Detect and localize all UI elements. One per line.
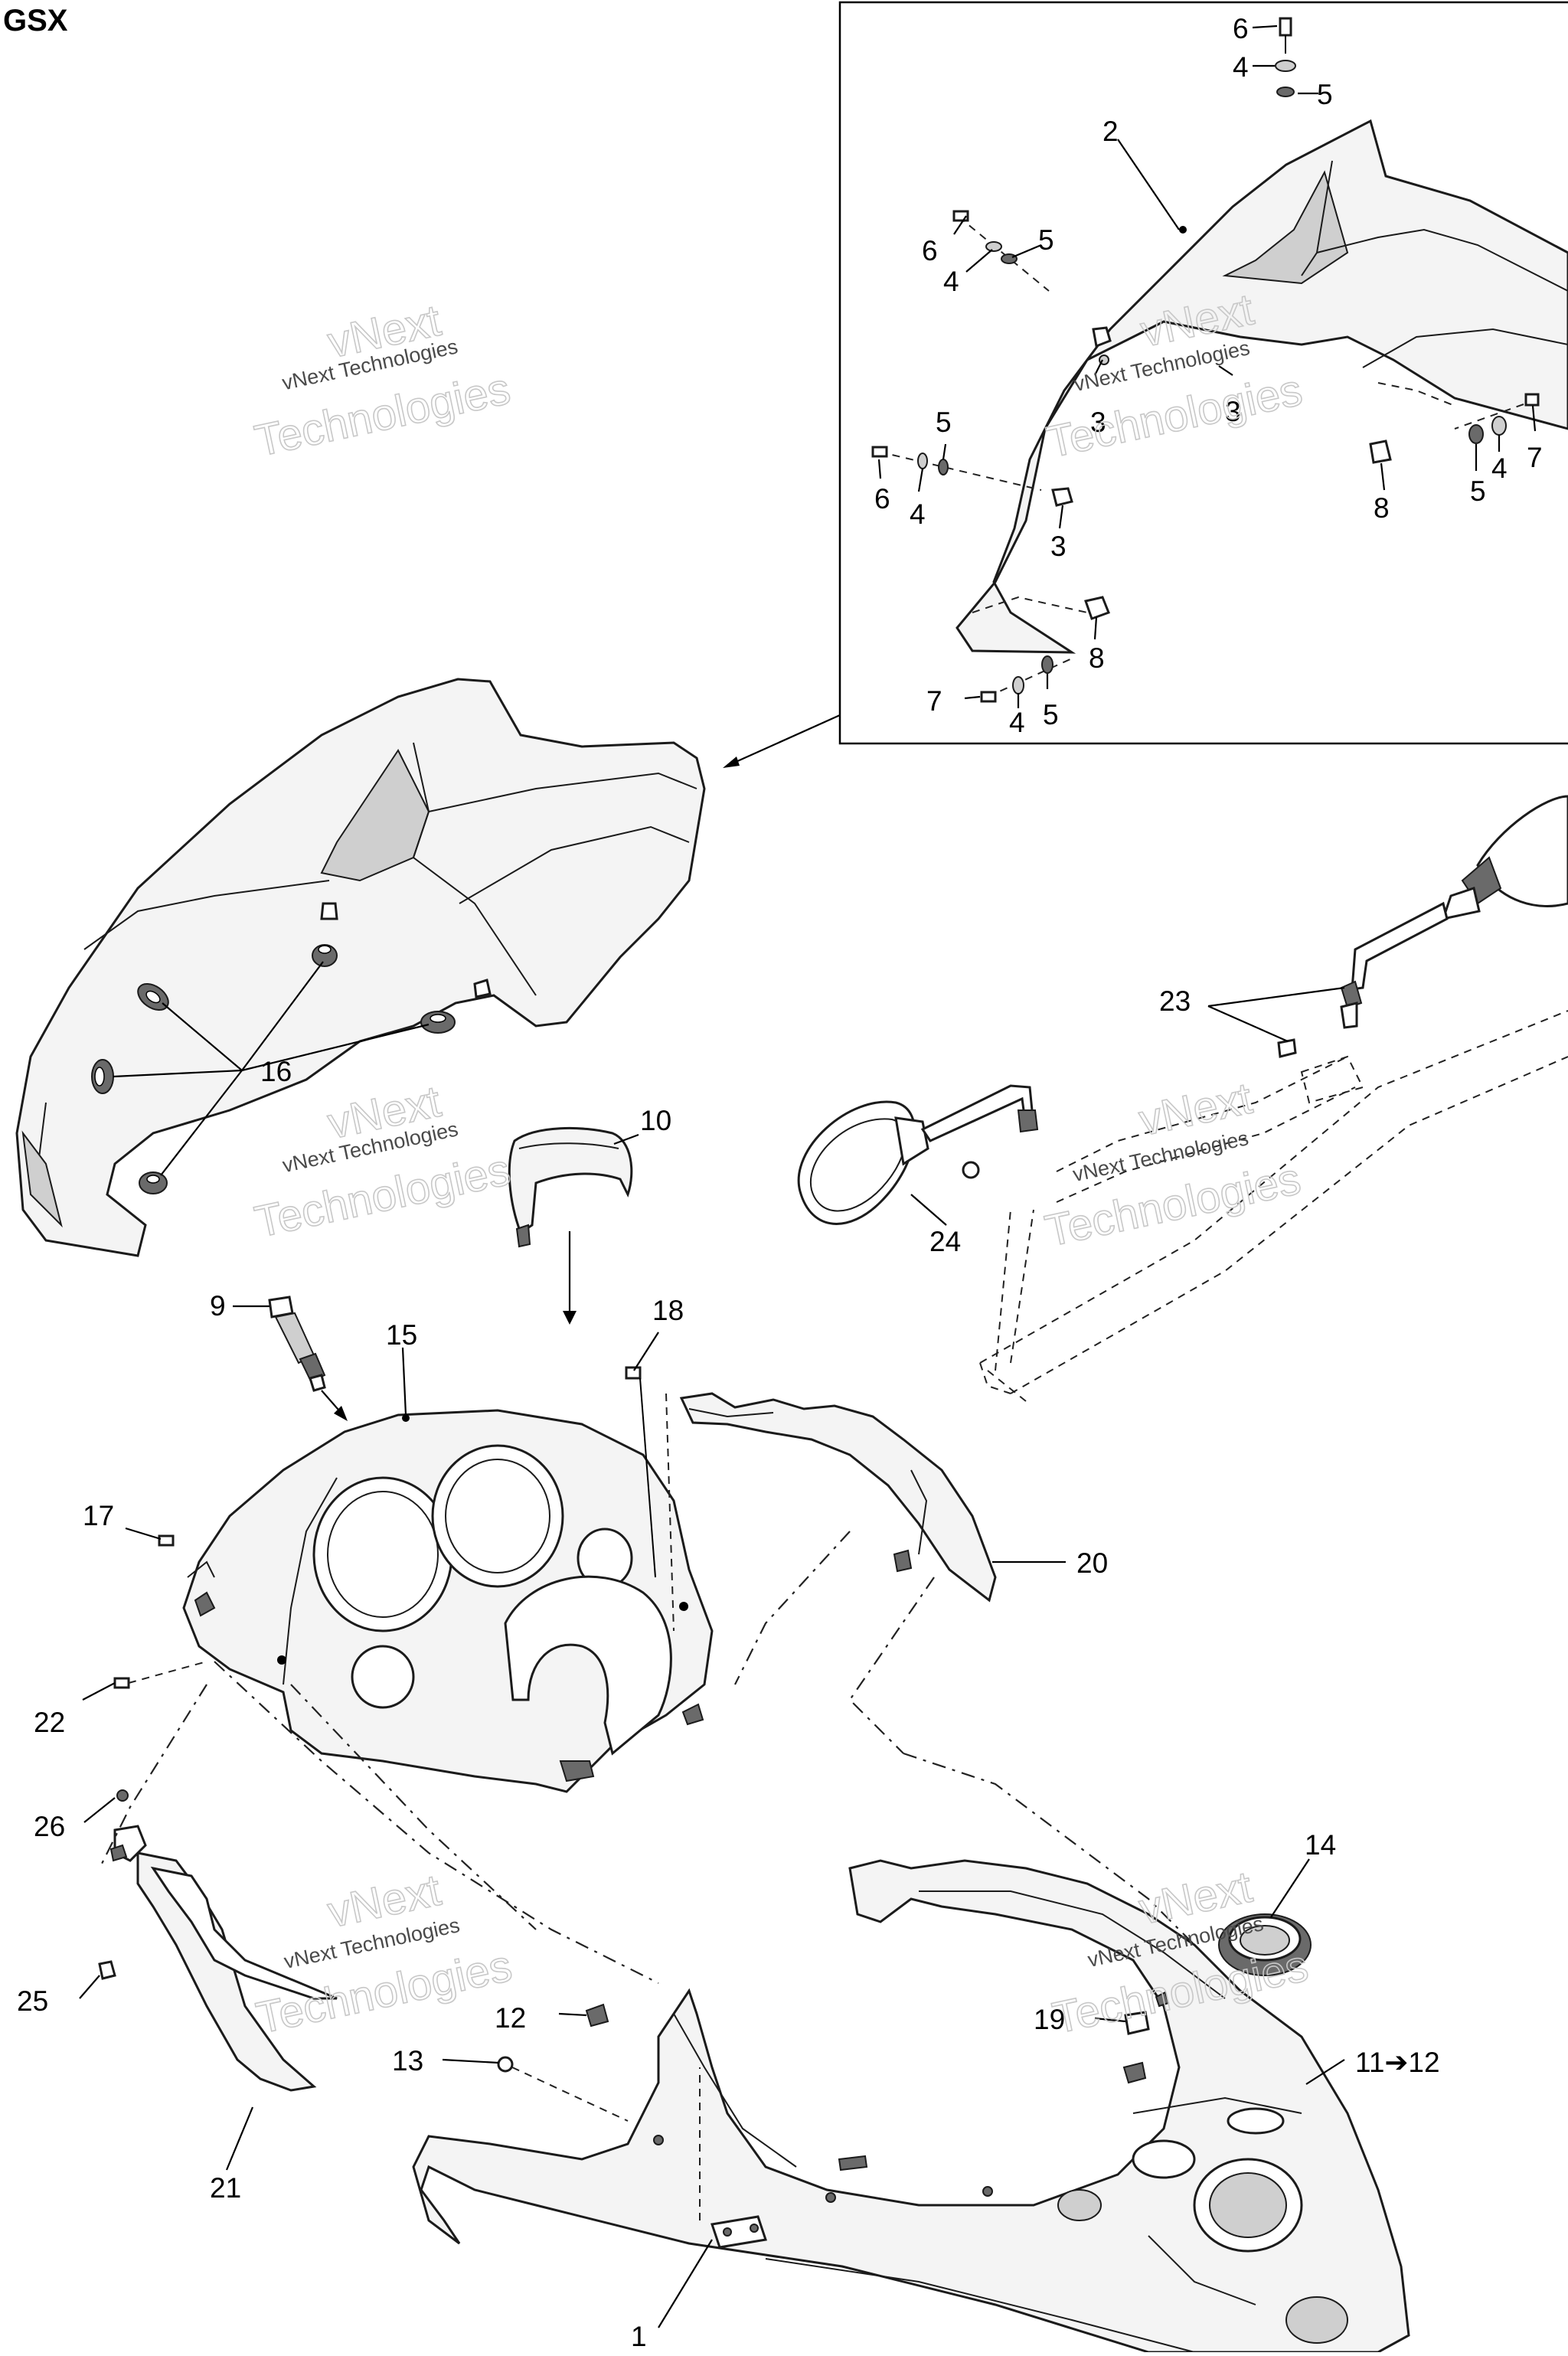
callout-22: 22 [34, 1707, 65, 1738]
callout-1: 1 [631, 2321, 647, 2352]
callout-21: 21 [210, 2172, 241, 2204]
watermark-bottom-left: vNext vNext Technologies Technologies [252, 1864, 517, 2044]
callout-4: 4 [1009, 707, 1025, 738]
callout-9: 9 [210, 1290, 226, 1322]
callout-6: 6 [922, 235, 938, 266]
callout-5: 5 [1038, 224, 1054, 256]
callout-5: 5 [1317, 79, 1333, 110]
inset-hardware [871, 17, 1540, 703]
callout-4: 4 [1233, 51, 1249, 83]
inset-detail-box [838, 1, 1568, 745]
watermark-mid-right: vNext vNext Technologies Technologies [1040, 1073, 1305, 1257]
callout-15: 15 [386, 1319, 417, 1351]
callout-5: 5 [1470, 475, 1486, 507]
callout-4: 4 [943, 266, 959, 297]
callout-8: 8 [1374, 492, 1390, 524]
screw-13 [497, 2056, 514, 2073]
callout-8: 8 [1089, 642, 1105, 674]
callout-13: 13 [392, 2045, 423, 2077]
lower-body-11 [412, 1859, 1410, 2354]
callout-23: 23 [1159, 985, 1191, 1017]
callout-5: 5 [1043, 699, 1059, 730]
callout-5: 5 [936, 407, 952, 438]
screw-22 [113, 1677, 130, 1689]
callout-6: 6 [874, 483, 890, 515]
side-trim-20 [625, 1366, 997, 1603]
grommets-16 [91, 902, 492, 1194]
callout-10: 10 [640, 1105, 671, 1136]
nut-12 [585, 2003, 609, 2028]
callout-12: 12 [495, 2002, 526, 2034]
callout-14: 14 [1305, 1829, 1336, 1861]
callout-20: 20 [1076, 1547, 1108, 1579]
instrument-panel-15 [182, 1409, 714, 1793]
callout-3: 3 [1225, 396, 1241, 427]
callout-7: 7 [1527, 442, 1543, 473]
callout-4: 4 [1491, 453, 1508, 484]
callout-16: 16 [260, 1056, 292, 1087]
callout-19: 19 [1034, 2004, 1065, 2035]
callout-7: 7 [926, 685, 942, 717]
windshield-part-2 [956, 119, 1568, 654]
screw-17 [158, 1534, 175, 1547]
gauge-cap-10 [508, 1126, 633, 1325]
callout-26: 26 [34, 1811, 65, 1842]
callout-3: 3 [1090, 407, 1106, 438]
callout-24: 24 [929, 1226, 961, 1257]
handlebar-assembly [797, 795, 1568, 1402]
watermark-top-left: vNext vNext Technologies Technologies [250, 295, 514, 467]
callout-11-to-12: 11➔12 [1355, 2047, 1440, 2078]
diagram-title: GSX [3, 4, 68, 38]
inset-pointer-line [727, 714, 841, 767]
inset-arrowhead [723, 756, 740, 768]
fitting-9 [268, 1296, 348, 1421]
callout-labels: 6 4 5 2 6 5 4 3 3 5 7 4 6 4 3 8 5 8 7 4 … [17, 13, 1543, 2352]
callout-25: 25 [17, 1985, 48, 2017]
callout-18: 18 [652, 1295, 684, 1326]
leader-lines [79, 25, 1537, 2328]
callout-3: 3 [1050, 531, 1067, 562]
callout-4: 4 [910, 498, 926, 530]
callout-2: 2 [1102, 116, 1119, 147]
windshield-main [15, 678, 706, 1257]
callout-17: 17 [83, 1500, 114, 1531]
clip-19 [1124, 2011, 1150, 2035]
side-panel-21 [98, 1789, 338, 2092]
ring-14 [1218, 1913, 1312, 1976]
callout-6: 6 [1233, 13, 1249, 44]
